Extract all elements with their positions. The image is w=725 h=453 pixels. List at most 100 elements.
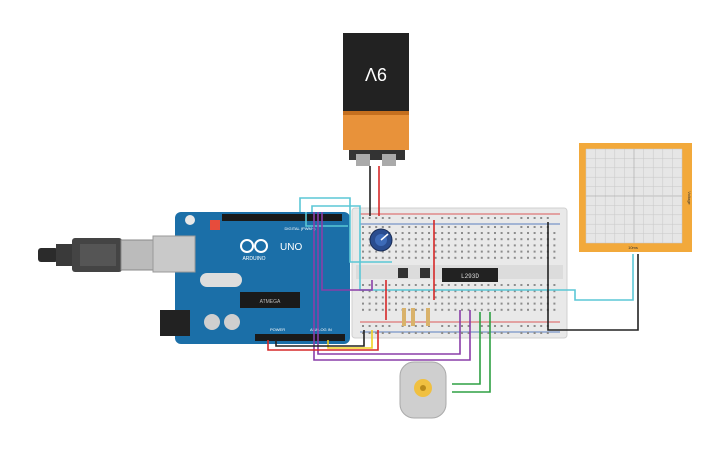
breadboard-hole: [414, 332, 417, 334]
breadboard-hole: [507, 244, 510, 247]
arduino-uno-board[interactable]: ATMEGA UNO ARDUINO DIGITAL (PWM~) POWER …: [152, 212, 350, 344]
digital-header[interactable]: [222, 214, 342, 221]
breadboard-hole: [362, 238, 364, 241]
breadboard-hole: [494, 325, 496, 327]
breadboard-hole: [520, 308, 523, 311]
breadboard-hole: [527, 226, 529, 228]
dc-motor[interactable]: [399, 361, 447, 419]
breadboard-hole: [381, 217, 384, 219]
breadboard-hole: [401, 332, 404, 334]
breadboard-hole: [480, 244, 483, 247]
breadboard-hole: [500, 250, 503, 253]
breadboard-hole: [527, 332, 529, 334]
breadboard-hole: [513, 308, 516, 311]
breadboard-hole: [461, 302, 463, 305]
breadboard-hole: [494, 290, 496, 293]
breadboard-hole: [401, 217, 404, 219]
battery-9v[interactable]: 9V: [343, 33, 409, 166]
breadboard-hole: [434, 238, 437, 241]
breadboard-hole: [520, 238, 523, 241]
breadboard-hole: [500, 290, 503, 293]
breadboard-hole: [533, 250, 536, 253]
breadboard-hole: [507, 226, 510, 228]
breadboard-hole: [381, 296, 384, 299]
breadboard-hole: [375, 302, 378, 305]
breadboard-hole: [408, 284, 411, 286]
breadboard-hole: [480, 325, 483, 327]
breadboard-hole: [368, 308, 371, 311]
breadboard-hole: [527, 238, 529, 241]
breadboard-hole: [434, 296, 437, 299]
breadboard-hole: [454, 250, 457, 253]
breadboard-hole: [540, 238, 543, 241]
breadboard-hole: [434, 244, 437, 247]
breadboard-hole: [500, 332, 503, 334]
breadboard-hole: [461, 308, 463, 311]
breadboard-hole: [381, 302, 384, 305]
breadboard-hole: [527, 284, 529, 286]
breadboard-hole: [553, 308, 556, 311]
breadboard-hole: [454, 308, 457, 311]
breadboard-hole: [500, 232, 503, 234]
breadboard-hole: [434, 250, 437, 253]
breadboard-hole: [494, 332, 496, 334]
breadboard-hole: [500, 217, 503, 219]
breadboard-hole: [421, 217, 424, 219]
breadboard-hole: [421, 232, 424, 234]
breadboard-hole: [507, 217, 510, 219]
breadboard-hole: [421, 296, 424, 299]
potentiometer[interactable]: [369, 228, 393, 252]
breadboard-hole: [434, 232, 437, 234]
breadboard-hole: [461, 217, 463, 219]
breadboard-hole: [474, 232, 477, 234]
breadboard-hole: [362, 325, 364, 327]
breadboard-hole: [474, 256, 477, 259]
usb-cable[interactable]: [38, 238, 160, 272]
breadboard-hole: [480, 302, 483, 305]
breadboard-hole: [447, 332, 450, 334]
breadboard-hole: [381, 256, 384, 259]
breadboard-hole: [487, 325, 490, 327]
oscilloscope[interactable]: 10ms Voltage: [579, 143, 692, 252]
breadboard-hole: [414, 217, 417, 219]
breadboard-hole: [414, 302, 417, 305]
breadboard-hole: [375, 325, 378, 327]
breadboard-hole: [494, 238, 496, 241]
breadboard-hole: [428, 256, 430, 259]
breadboard-hole: [408, 226, 411, 228]
breadboard-hole: [447, 226, 450, 228]
breadboard-hole: [408, 290, 411, 293]
breadboard-hole: [362, 290, 364, 293]
breadboard-hole: [401, 256, 404, 259]
resistors[interactable]: [402, 308, 430, 326]
breadboard-hole: [395, 232, 397, 234]
breadboard-hole: [408, 256, 411, 259]
breadboard-hole: [381, 308, 384, 311]
breadboard-hole: [414, 250, 417, 253]
breadboard-hole: [540, 290, 543, 293]
breadboard-hole: [487, 296, 490, 299]
breadboard-hole: [474, 284, 477, 286]
breadboard-hole: [520, 256, 523, 259]
push-button-1[interactable]: [398, 268, 408, 278]
analog-power-header[interactable]: [255, 334, 345, 341]
breadboard-hole: [408, 302, 411, 305]
reset-button[interactable]: [210, 220, 220, 230]
breadboard-hole: [513, 244, 516, 247]
breadboard-hole: [461, 284, 463, 286]
breadboard-hole: [520, 284, 523, 286]
model-label: UNO: [280, 242, 302, 253]
breadboard-hole: [421, 308, 424, 311]
breadboard-hole: [401, 296, 404, 299]
breadboard-hole: [461, 238, 463, 241]
breadboard-hole: [375, 250, 378, 253]
breadboard-hole: [513, 302, 516, 305]
breadboard-hole: [513, 232, 516, 234]
push-button-2[interactable]: [420, 268, 430, 278]
breadboard-hole: [500, 226, 503, 228]
breadboard-hole: [441, 256, 444, 259]
l293d-ic[interactable]: L293D: [442, 268, 498, 282]
breadboard-hole: [408, 308, 411, 311]
breadboard-hole: [500, 325, 503, 327]
breadboard-hole: [375, 217, 378, 219]
